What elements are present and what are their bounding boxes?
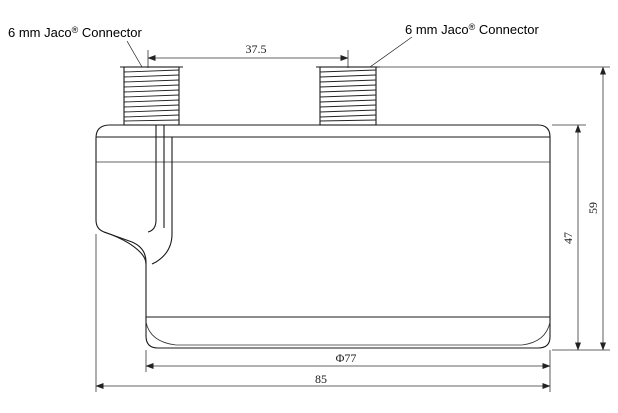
connector-right-label: 6 mm Jaco® Connector	[405, 22, 539, 37]
dimension-connector-spacing: 37.5	[147, 42, 349, 68]
dimension-overall-length: 85	[95, 234, 551, 392]
connector-left-label: 6 mm Jaco® Connector	[8, 25, 142, 40]
connector-right-leader	[369, 36, 413, 68]
dimension-total-height: 59	[378, 66, 610, 351]
dimension-spacing-value: 37.5	[246, 42, 267, 56]
connector-left	[120, 66, 183, 126]
dimension-total-height-value: 59	[586, 202, 600, 214]
housing-body	[95, 124, 551, 349]
dimension-body-height: 47	[552, 124, 586, 351]
connector-right	[316, 66, 380, 126]
svg-text:6 mm Jaco® Connector: 6 mm Jaco® Connector	[8, 25, 142, 40]
dimension-overall-length-value: 85	[315, 372, 327, 386]
dimension-inner-diameter: Φ77	[145, 350, 551, 372]
connector-left-leader	[126, 40, 143, 68]
svg-text:6 mm Jaco® Connector: 6 mm Jaco® Connector	[405, 22, 539, 37]
dimension-inner-diameter-value: Φ77	[336, 351, 357, 365]
dimension-body-height-value: 47	[561, 232, 575, 244]
